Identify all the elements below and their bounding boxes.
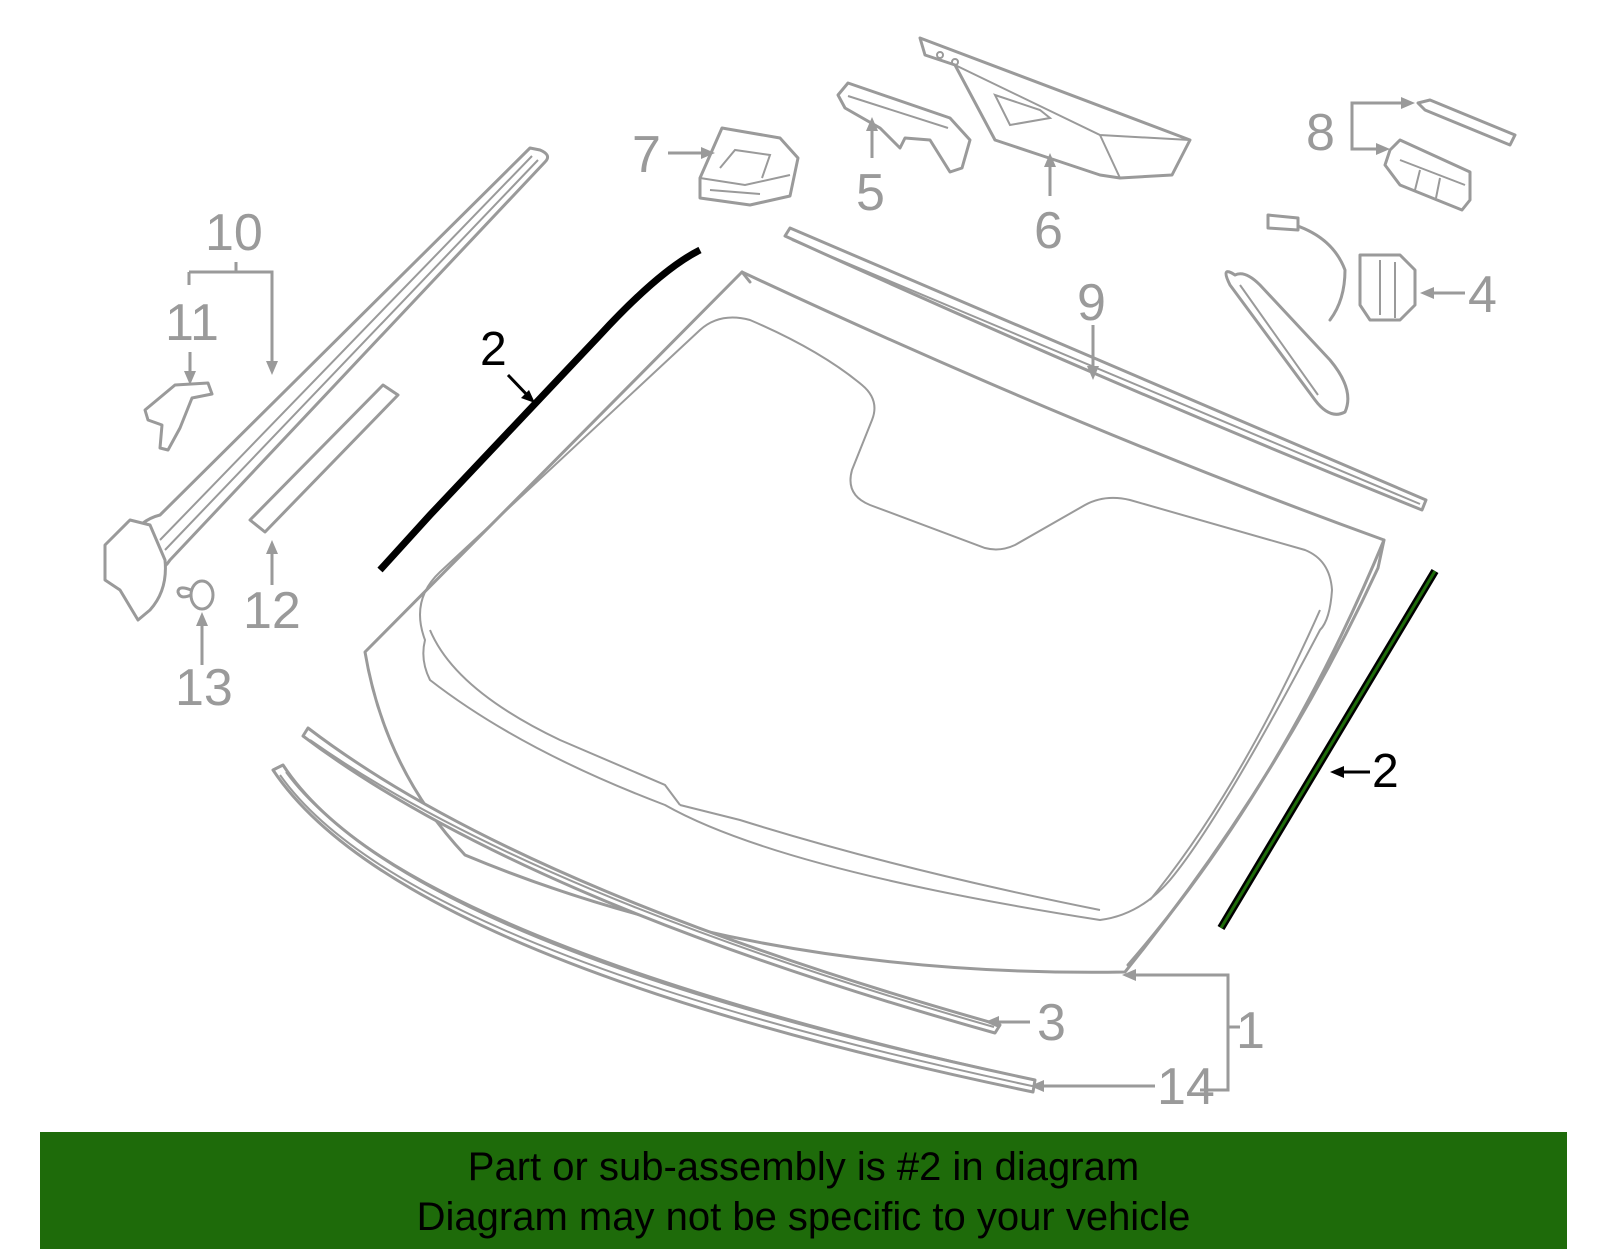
seal-strip [248,383,400,534]
callout-7: 7 [632,126,661,184]
banner-line-part: Part or sub-assembly is #2 in diagram [467,1145,1140,1189]
callout-11: 11 [165,294,219,352]
leader-lines [184,97,1465,1092]
sensor-module [698,126,800,207]
callout-3: 3 [1037,994,1066,1052]
roof-molding-upper [783,226,1428,512]
cowl-molding [301,726,1002,1035]
clip-part [143,381,214,452]
callout-2-left: 2 [480,323,507,376]
callout-13: 13 [175,659,233,717]
callout-9: 9 [1077,274,1106,332]
overhead-console [918,36,1192,180]
mounting-bracket [836,81,972,174]
callout-5: 5 [856,164,885,222]
highlight-molding-left [377,246,702,573]
lower-reveal-molding [271,763,1037,1094]
highlight-molding-right [1217,568,1439,931]
callout-10: 10 [205,204,263,262]
light-lens [1416,98,1517,147]
callout-14: 14 [1157,1058,1215,1116]
windshield-glass [363,270,1386,974]
callout-4: 4 [1468,266,1497,324]
callout-8: 8 [1306,104,1335,162]
callout-2-right: 2 [1372,745,1399,798]
rearview-mirror [1224,213,1417,416]
grommet [176,579,215,611]
pillar-trim [103,146,550,622]
info-banner: Part or sub-assembly is #2 in diagram Di… [40,1132,1567,1249]
callout-6: 6 [1034,202,1063,260]
callout-1: 1 [1236,1002,1265,1060]
banner-line-disclaimer: Diagram may not be specific to your vehi… [416,1195,1191,1239]
light-housing [1383,138,1472,212]
callout-12: 12 [243,582,301,640]
